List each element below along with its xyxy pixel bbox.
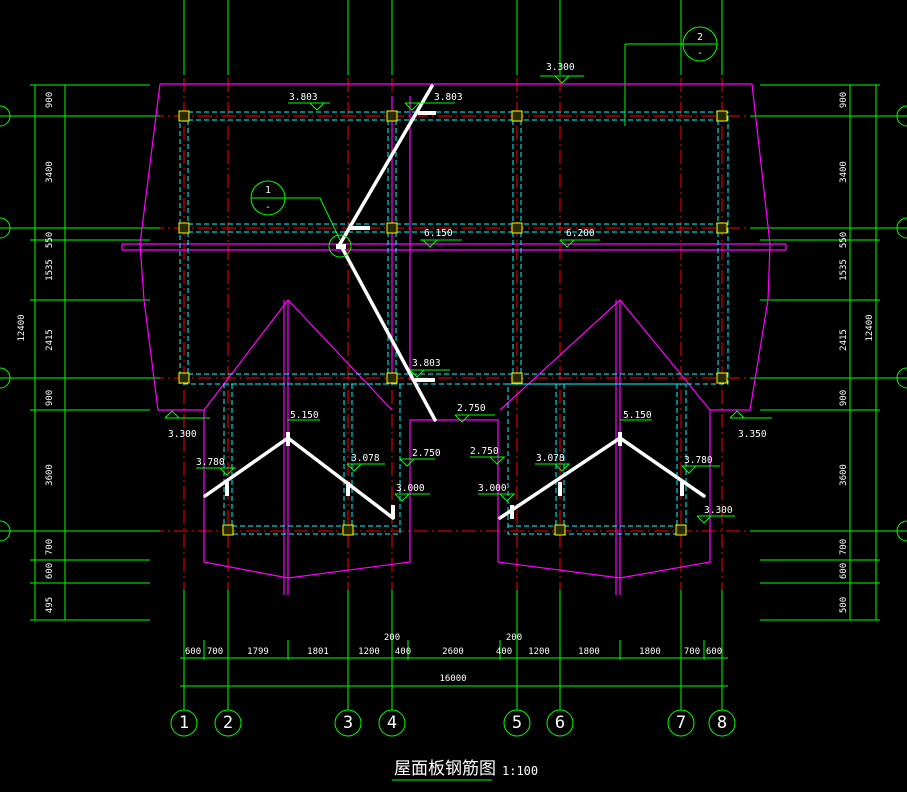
axis-label: 6 xyxy=(555,713,565,733)
axis-label: 4 xyxy=(387,713,397,733)
detail-mark-sub: - xyxy=(697,48,703,59)
dim-text: 3400 xyxy=(839,161,849,183)
axis-bubble: 8 xyxy=(708,709,736,737)
level-label: 6.150 xyxy=(424,228,453,239)
dim-text: 2600 xyxy=(442,647,464,657)
dim-text: 3400 xyxy=(45,161,55,183)
dim-text: 550 xyxy=(45,232,55,248)
level-label: 3.803 xyxy=(434,92,463,103)
axis-label: 3 xyxy=(343,713,353,733)
detail-mark-number: 1 xyxy=(265,185,271,196)
title-text: 屋面板钢筋图 xyxy=(394,759,496,779)
level-label: 3.803 xyxy=(289,92,318,103)
dim-text: 1535 xyxy=(45,259,55,281)
level-label: 3.780 xyxy=(196,457,225,468)
axis-bubble: 1 xyxy=(170,709,198,737)
detail-mark-2: 2 - xyxy=(682,26,718,62)
level-label: 3.803 xyxy=(412,358,441,369)
axis-label: 5 xyxy=(512,713,522,733)
axis-bubble: 6 xyxy=(546,709,574,737)
axis-label: 7 xyxy=(676,713,686,733)
level-label: 3.780 xyxy=(684,455,713,466)
detail-mark-number: 2 xyxy=(697,32,703,43)
dim-text: 1800 xyxy=(578,647,600,657)
dim-text: 600 xyxy=(45,563,55,579)
axis-bubble: 4 xyxy=(378,709,406,737)
level-label: 3.000 xyxy=(478,483,507,494)
dim-total-left: 12400 xyxy=(17,314,27,341)
dim-text: 550 xyxy=(839,232,849,248)
right-dimensions: 900 3400 550 1535 2415 900 3600 700 600 … xyxy=(839,92,875,613)
detail-mark-1: 1 - xyxy=(250,180,286,216)
axis-label: 2 xyxy=(223,713,233,733)
dim-text: 495 xyxy=(45,597,55,613)
level-label: 5.150 xyxy=(623,410,652,421)
dim-text: 600 xyxy=(706,647,722,657)
green-grid-lines xyxy=(0,0,907,710)
dim-text: 1799 xyxy=(247,647,269,657)
axis-label: 1 xyxy=(179,713,189,733)
dim-text: 700 xyxy=(207,647,223,657)
level-label: 3.078 xyxy=(351,453,380,464)
dim-text: 900 xyxy=(45,390,55,406)
dim-text: 2415 xyxy=(45,329,55,351)
dim-text: 400 xyxy=(395,647,411,657)
dim-text: 200 xyxy=(384,633,400,643)
dim-text: 1200 xyxy=(528,647,550,657)
dim-text: 500 xyxy=(839,597,849,613)
axis-bubble: 2 xyxy=(214,709,242,737)
bottom-dimensions: 600 700 1799 1801 1200 400 2600 400 1200… xyxy=(185,633,722,684)
level-label: 3.000 xyxy=(396,483,425,494)
dim-total-right: 12400 xyxy=(865,314,875,341)
drawing-title: 屋面板钢筋图 1:100 xyxy=(392,759,538,781)
axis-bubble: 7 xyxy=(667,709,695,737)
left-dimensions: 900 3400 550 1535 2415 900 3600 700 600 … xyxy=(17,92,55,613)
axis-label: 8 xyxy=(717,713,727,733)
dim-text: 900 xyxy=(45,92,55,108)
dim-text: 3600 xyxy=(839,464,849,486)
dim-text: 1800 xyxy=(639,647,661,657)
level-label: 2.750 xyxy=(470,446,499,457)
dim-text: 1801 xyxy=(307,647,329,657)
columns xyxy=(178,110,728,536)
axis-bubble: 5 xyxy=(503,709,531,737)
dim-text: 700 xyxy=(45,539,55,555)
roof-outline xyxy=(121,83,787,595)
level-markers xyxy=(164,75,772,524)
scale-text: 1:100 xyxy=(502,764,538,778)
level-label: 2.750 xyxy=(457,403,486,414)
dim-text: 600 xyxy=(839,563,849,579)
level-label: 3.078 xyxy=(536,453,565,464)
beam-lines xyxy=(179,111,729,535)
level-label: 6.200 xyxy=(566,228,595,239)
side-axis-bubbles xyxy=(0,105,907,542)
level-label: 2.750 xyxy=(412,448,441,459)
horizontal-axis-lines xyxy=(30,115,870,532)
bottom-axis-bubbles: 1 2 3 4 5 6 7 8 xyxy=(170,709,736,737)
dim-text: 200 xyxy=(506,633,522,643)
dim-total-bottom: 16000 xyxy=(439,674,466,684)
axis-bubble: 3 xyxy=(334,709,362,737)
level-label: 3.300 xyxy=(168,429,197,440)
detail-mark-sub: - xyxy=(265,202,271,213)
dim-text: 3600 xyxy=(45,464,55,486)
level-labels: 3.300 3.803 3.803 6.150 6.200 3.803 2.75… xyxy=(168,62,767,516)
rebar-hooks xyxy=(225,111,684,519)
dim-text: 900 xyxy=(839,92,849,108)
level-label: 3.300 xyxy=(704,505,733,516)
dim-text: 1200 xyxy=(358,647,380,657)
level-label: 3.300 xyxy=(546,62,575,73)
rebar-lines xyxy=(203,84,706,520)
dim-text: 900 xyxy=(839,390,849,406)
vertical-axis-lines xyxy=(183,30,723,640)
level-label: 3.350 xyxy=(738,429,767,440)
dim-text: 400 xyxy=(496,647,512,657)
dim-text: 2415 xyxy=(839,329,849,351)
dim-text: 700 xyxy=(684,647,700,657)
dim-text: 600 xyxy=(185,647,201,657)
dim-text: 700 xyxy=(839,539,849,555)
dim-text: 1535 xyxy=(839,259,849,281)
level-label: 5.150 xyxy=(290,410,319,421)
